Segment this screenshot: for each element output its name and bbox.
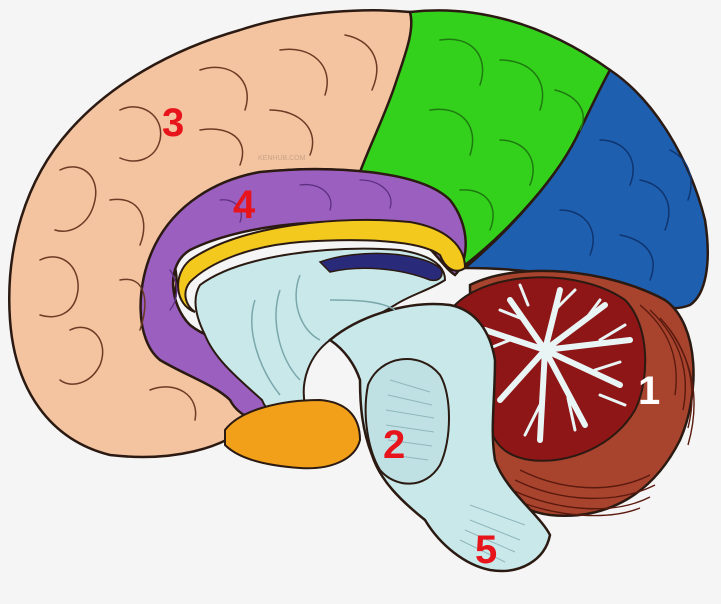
fornix [318, 252, 443, 282]
arbor-vitae-twigs [488, 283, 627, 437]
cerebellum-folia-lines [511, 304, 695, 517]
occipital-gyri [559, 139, 692, 281]
watermark: KENHUB.COM [258, 155, 306, 162]
hypothalamus-region [224, 398, 362, 470]
thalamus-details [251, 274, 396, 396]
label-2-pons: 2 [383, 423, 405, 467]
corpus-callosum [177, 218, 467, 313]
brainstem-striations [385, 379, 526, 563]
parietal-gyri [429, 38, 584, 231]
label-4-cingulate: 4 [233, 183, 256, 227]
label-1-cerebellum: 1 [638, 369, 660, 413]
frontal-gyri [39, 34, 378, 421]
label-3-frontal: 3 [162, 101, 184, 145]
arbor-vitae [482, 287, 633, 443]
cingulate-gyri [169, 179, 392, 311]
pons [364, 358, 450, 485]
label-5-medulla: 5 [475, 528, 497, 572]
